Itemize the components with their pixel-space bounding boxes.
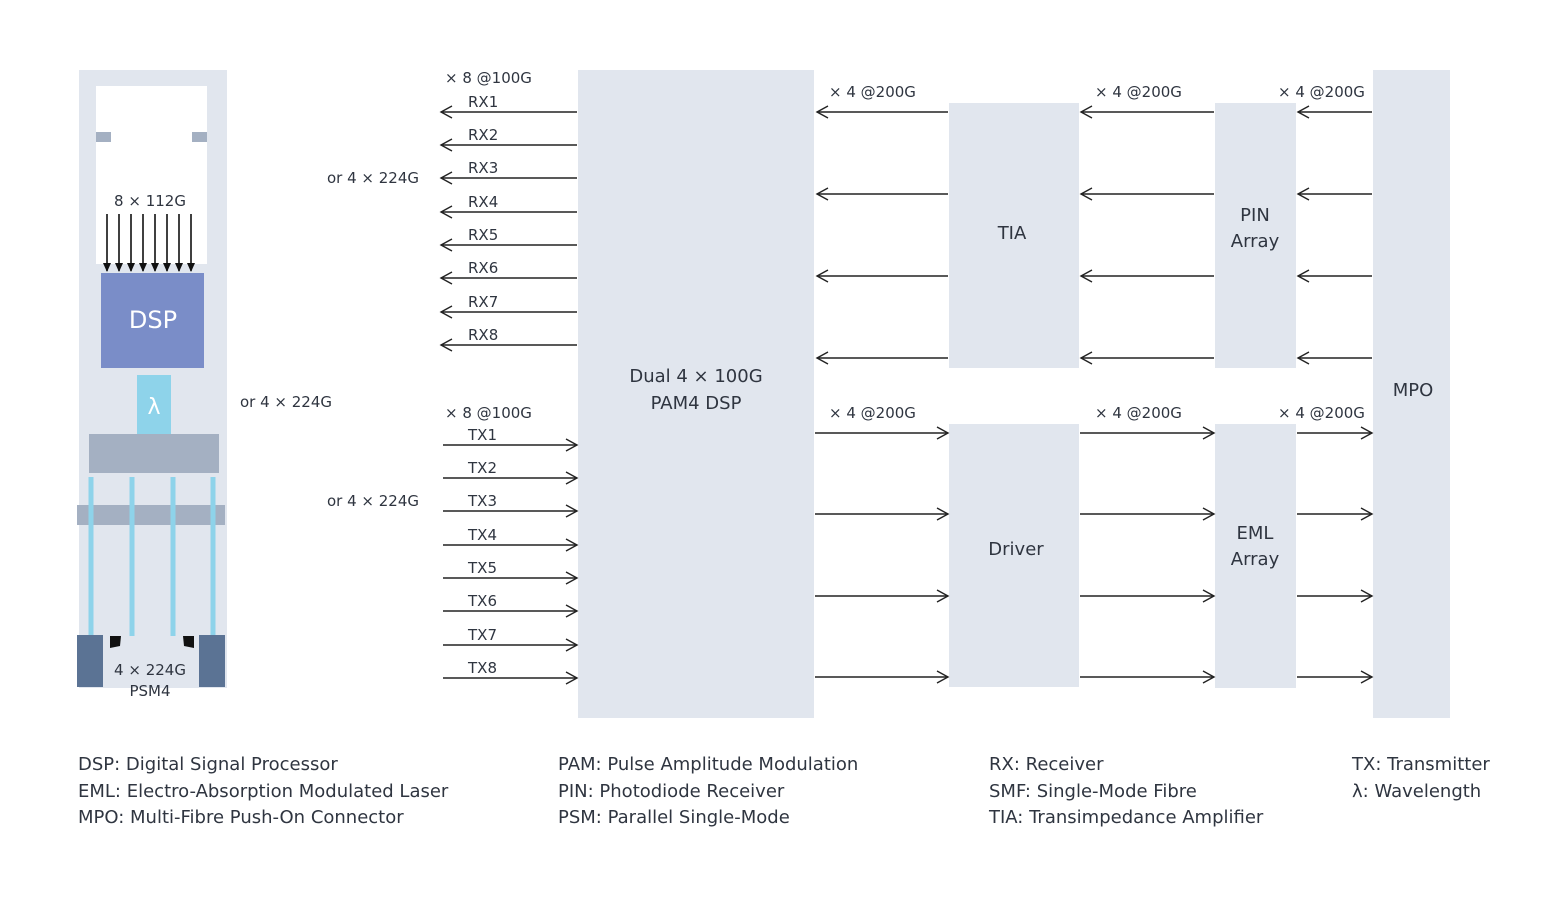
module-latch-right — [183, 636, 194, 648]
module-optics-bar — [89, 434, 219, 473]
eml-array-block — [1215, 424, 1296, 688]
rx-lane-label: RX4 — [468, 193, 498, 211]
module-dsp-label: DSP — [129, 306, 177, 334]
rate-label-rx-tia-pin: × 4 @200G — [1095, 83, 1182, 101]
eml-block-label-1: EML — [1237, 523, 1274, 544]
module-fibres — [88, 477, 216, 636]
tx-lane-label: TX7 — [467, 626, 497, 644]
rx-lane-label: RX8 — [468, 326, 498, 344]
legend-item: RX: Receiver — [989, 754, 1104, 775]
rx-optical-path: × 4 @200G × 4 @200G × 4 @200G — [815, 83, 1372, 365]
tx-optical-path: × 4 @200G × 4 @200G × 4 @200G — [815, 404, 1374, 684]
module-connector-left — [77, 635, 103, 687]
tx-lane-label: TX3 — [467, 492, 497, 510]
rx-count-label: × 8 @100G — [445, 69, 532, 87]
rx-lane-label: RX1 — [468, 93, 498, 111]
module-output-label-1: 4 × 224G — [114, 661, 186, 679]
module-fibre-bar — [77, 505, 225, 525]
module-input-label: 8 × 112G — [114, 192, 186, 210]
rate-label-rx-dsp-tia: × 4 @200G — [829, 83, 916, 101]
legend-item: λ: Wavelength — [1352, 780, 1482, 802]
legend-item: SMF: Single-Mode Fibre — [989, 780, 1197, 802]
tx-count-label: × 8 @100G — [445, 404, 532, 422]
legend-item: TX: Transmitter — [1352, 754, 1490, 775]
rx-alt-label: or 4 × 224G — [327, 169, 419, 187]
module-input-arrows — [103, 214, 195, 272]
rx-lanes: × 8 @100G or 4 × 224G RX1 RX2 RX3 RX4 RX… — [327, 69, 577, 352]
tx-lane-label: TX4 — [467, 526, 497, 544]
tx-lane-label: TX2 — [467, 459, 497, 477]
legend-column: DSP: Digital Signal Processor EML: Elect… — [78, 752, 448, 832]
pin-block-label-1: PIN — [1240, 205, 1270, 226]
mpo-block — [1373, 70, 1450, 718]
driver-block — [949, 424, 1079, 687]
module-illustration: 8 × 112G DSP λ 4 × 224G PSM4 or 4 × — [77, 70, 332, 700]
rate-label-tx-dsp-driver: × 4 @200G — [829, 404, 916, 422]
tx-lane-label: TX6 — [467, 592, 497, 610]
rate-label-rx-pin-mpo: × 4 @200G — [1278, 83, 1365, 101]
tx-lanes: × 8 @100G or 4 × 224G TX1 TX2 TX3 TX4 TX… — [327, 404, 579, 685]
rx-lane-label: RX7 — [468, 293, 498, 311]
mpo-block-label: MPO — [1393, 380, 1434, 401]
driver-block-label: Driver — [988, 539, 1044, 560]
rx-lane-label: RX6 — [468, 259, 498, 277]
tx-alt-label: or 4 × 224G — [327, 492, 419, 510]
legend-item: MPO: Multi-Fibre Push-On Connector — [78, 807, 404, 828]
rx-lane-label: RX2 — [468, 126, 498, 144]
pcb-contact-right — [192, 132, 207, 142]
tia-block-label: TIA — [997, 223, 1027, 244]
abbreviation-legend: DSP: Digital Signal Processor EML: Elect… — [0, 752, 1560, 842]
legend-column: RX: Receiver SMF: Single-Mode Fibre TIA:… — [989, 752, 1263, 832]
eml-block-label-2: Array — [1231, 549, 1280, 570]
legend-column: PAM: Pulse Amplitude Modulation PIN: Pho… — [558, 752, 858, 832]
rate-label-tx-driver-eml: × 4 @200G — [1095, 404, 1182, 422]
tx-lane-label: TX8 — [467, 659, 497, 677]
legend-item: DSP: Digital Signal Processor — [78, 754, 338, 775]
legend-item: PIN: Photodiode Receiver — [558, 780, 785, 802]
module-connector-right — [199, 635, 225, 687]
rx-lane-label: RX5 — [468, 226, 498, 244]
pin-array-block — [1215, 103, 1296, 368]
module-latch-left — [110, 636, 121, 648]
module-output-label-2: PSM4 — [129, 682, 170, 700]
module-lambda-label: λ — [147, 395, 160, 420]
tx-lane-label: TX5 — [467, 559, 497, 577]
module-dsp-chip — [101, 273, 204, 368]
dsp-block-label-1: Dual 4 × 100G — [629, 366, 762, 387]
module-lambda-block — [137, 375, 171, 434]
rate-label-tx-eml-mpo: × 4 @200G — [1278, 404, 1365, 422]
tia-block — [949, 103, 1079, 368]
rx-lane-label: RX3 — [468, 159, 498, 177]
tx-lane-label: TX1 — [467, 426, 497, 444]
legend-item: TIA: Transimpedance Amplifier — [989, 807, 1264, 828]
legend-column: TX: Transmitter λ: Wavelength — [1352, 752, 1490, 805]
dsp-block-label-2: PAM4 DSP — [651, 393, 742, 414]
module-alt-label: or 4 × 224G — [240, 393, 332, 411]
pin-block-label-2: Array — [1231, 231, 1280, 252]
dsp-block — [578, 70, 814, 718]
legend-item: EML: Electro-Absorption Modulated Laser — [78, 780, 449, 802]
legend-item: PAM: Pulse Amplitude Modulation — [558, 754, 859, 775]
module-pcb-area — [96, 86, 207, 264]
pcb-contact-left — [96, 132, 111, 142]
legend-item: PSM: Parallel Single-Mode — [558, 807, 790, 828]
